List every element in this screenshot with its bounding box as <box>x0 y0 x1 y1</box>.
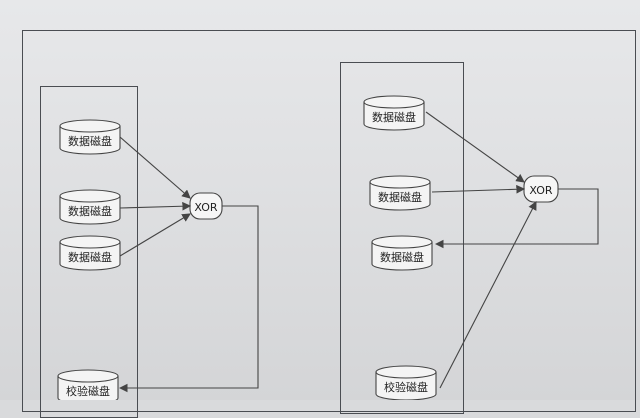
left-parity-disk: 校验磁盘 <box>57 369 119 400</box>
left-xor-label: XOR <box>194 201 217 214</box>
right-parity-disk: 校验磁盘 <box>375 365 437 400</box>
right-arrow-disk1-to-xor <box>425 111 525 183</box>
right-arrow-parity-to-xor <box>439 201 537 389</box>
right-data-disk-3-rebuilt: 数据磁盘 <box>371 235 433 271</box>
left-data-disk-1-label: 数据磁盘 <box>68 134 112 148</box>
left-data-disk-3-label: 数据磁盘 <box>68 250 112 264</box>
right-data-disk-2-label: 数据磁盘 <box>378 190 422 204</box>
left-data-disk-3: 数据磁盘 <box>59 235 121 271</box>
left-arrow-disk1-to-xor <box>119 136 191 199</box>
left-arrow-xor-to-parity <box>118 205 259 393</box>
right-xor-label: XOR <box>529 184 552 197</box>
left-parity-disk-label: 校验磁盘 <box>66 384 110 398</box>
left-arrow-disk3-to-xor <box>119 213 191 257</box>
right-xor-node: XOR <box>523 175 559 203</box>
raid-xor-diagram: 数据磁盘 数据磁盘 数据磁盘 校验磁盘 XOR 数据磁盘 数据磁盘 <box>57 95 599 400</box>
left-data-disk-2-label: 数据磁盘 <box>68 204 112 218</box>
right-data-disk-1-label: 数据磁盘 <box>372 110 416 124</box>
left-xor-node: XOR <box>189 192 223 220</box>
right-data-disk-3-label: 数据磁盘 <box>380 250 424 264</box>
left-arrow-disk2-to-xor <box>119 201 192 211</box>
right-arrow-disk2-to-xor <box>431 184 526 194</box>
right-arrow-xor-to-rebuilt-disk <box>434 188 599 249</box>
left-data-disk-1: 数据磁盘 <box>59 119 121 155</box>
right-data-disk-2: 数据磁盘 <box>369 175 431 211</box>
left-data-disk-2: 数据磁盘 <box>59 189 121 225</box>
right-data-disk-1: 数据磁盘 <box>363 95 425 131</box>
right-parity-disk-label: 校验磁盘 <box>384 380 428 394</box>
